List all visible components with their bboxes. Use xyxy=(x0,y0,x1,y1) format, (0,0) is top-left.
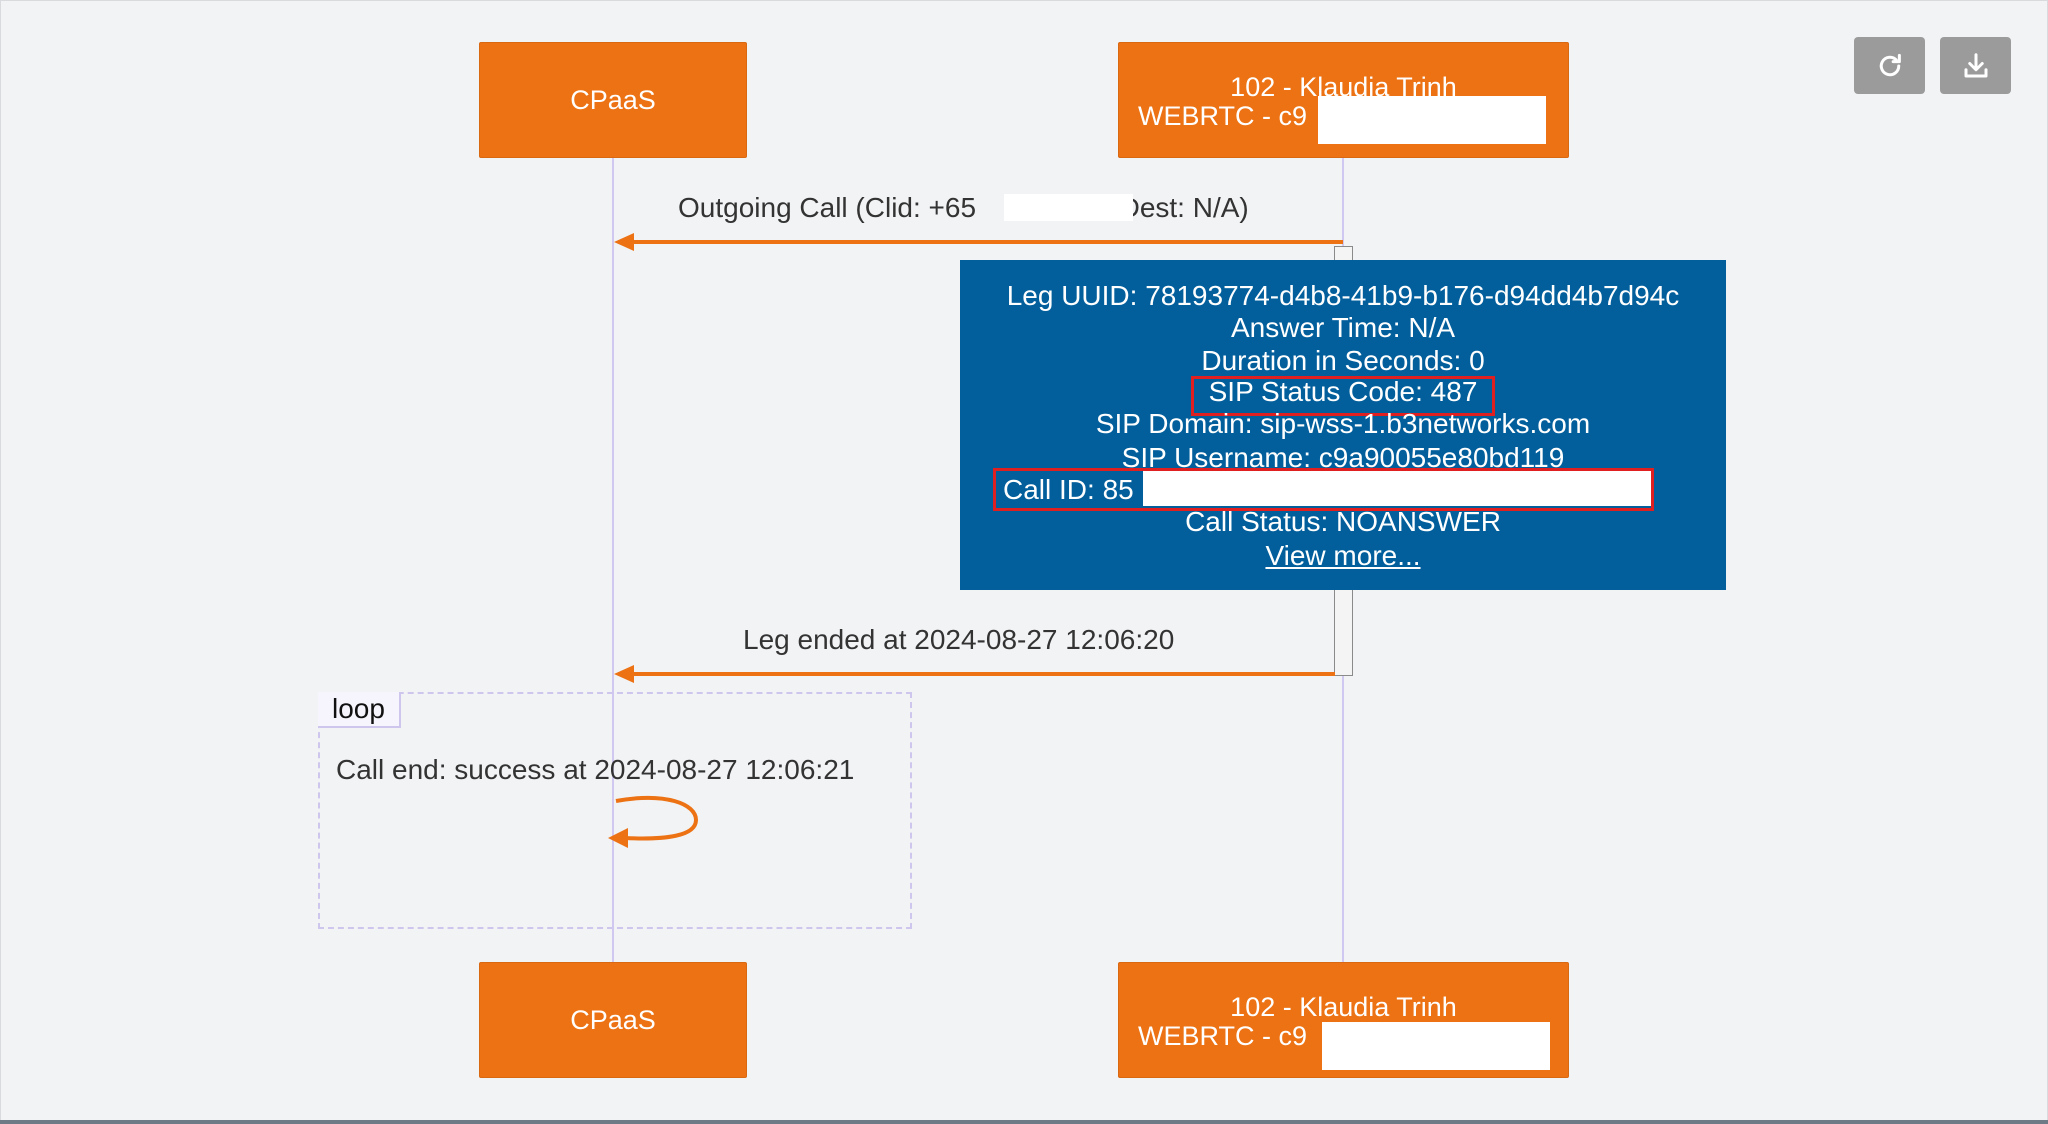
redaction xyxy=(1322,1022,1550,1070)
highlight-sip-status xyxy=(1191,376,1495,416)
redaction xyxy=(1318,96,1546,144)
note-sip-domain: SIP Domain: sip-wss-1.b3networks.com xyxy=(1095,408,1591,439)
note-sip-status-code: SIP Status Code: 487 xyxy=(1208,376,1478,407)
note-call-id: Call ID: 85 xyxy=(1003,474,1134,505)
redaction xyxy=(1004,194,1133,221)
outgoing-call-prefix: Outgoing Call (Clid: +65 xyxy=(678,192,977,223)
arrowhead-leg-ended xyxy=(614,665,634,683)
refresh-button[interactable] xyxy=(1854,37,1925,94)
view-more-link[interactable]: View more... xyxy=(1265,540,1421,571)
message-leg-ended: Leg ended at 2024-08-27 12:06:20 xyxy=(743,624,1175,655)
actor-cpaas-label: CPaaS xyxy=(570,84,656,115)
highlight-call-id xyxy=(993,468,1654,511)
note-answer-time: Answer Time: N/A xyxy=(1230,312,1456,343)
note-view-more-row: View more... xyxy=(960,540,1726,572)
note-call-status: Call Status: NOANSWER xyxy=(1185,506,1501,537)
note-sip-username: SIP Username: c9a90055e80bd119 xyxy=(1121,442,1565,473)
actor-user-name: 102 - Klaudia Trinh xyxy=(1230,992,1457,1022)
arrow-outgoing-call xyxy=(630,240,1343,244)
actor-user-channel: WEBRTC - c9 xyxy=(1138,101,1308,131)
actor-user-channel: WEBRTC - c9 xyxy=(1138,1021,1308,1051)
loop-frame xyxy=(318,692,912,929)
arrow-leg-ended xyxy=(630,672,1335,676)
actor-cpaas-top: CPaaS xyxy=(479,42,747,158)
message-outgoing-call: Outgoing Call (Clid: +65, Dest: N/A) xyxy=(678,192,1249,224)
leg-details-note: Leg UUID: 78193774-d4b8-41b9-b176-d94dd4… xyxy=(960,260,1726,590)
loop-label: Call end: success at 2024-08-27 12:06:21 xyxy=(336,754,855,785)
bottom-border xyxy=(0,1120,2048,1124)
self-call-arrow xyxy=(608,795,699,848)
download-button[interactable] xyxy=(1940,37,2011,94)
refresh-icon xyxy=(1879,53,1901,76)
download-icon xyxy=(1964,52,1987,77)
cpaas-lifeline xyxy=(612,158,614,962)
arrowhead-outgoing-call xyxy=(614,233,634,251)
actor-cpaas-bottom: CPaaS xyxy=(479,962,747,1078)
note-duration: Duration in Seconds: 0 xyxy=(1201,345,1485,376)
loop-tag: loop xyxy=(318,692,401,728)
note-leg-uuid: Leg UUID: 78193774-d4b8-41b9-b176-d94dd4… xyxy=(1006,280,1680,311)
redaction xyxy=(1143,470,1653,506)
actor-cpaas-label: CPaaS xyxy=(570,1004,656,1035)
